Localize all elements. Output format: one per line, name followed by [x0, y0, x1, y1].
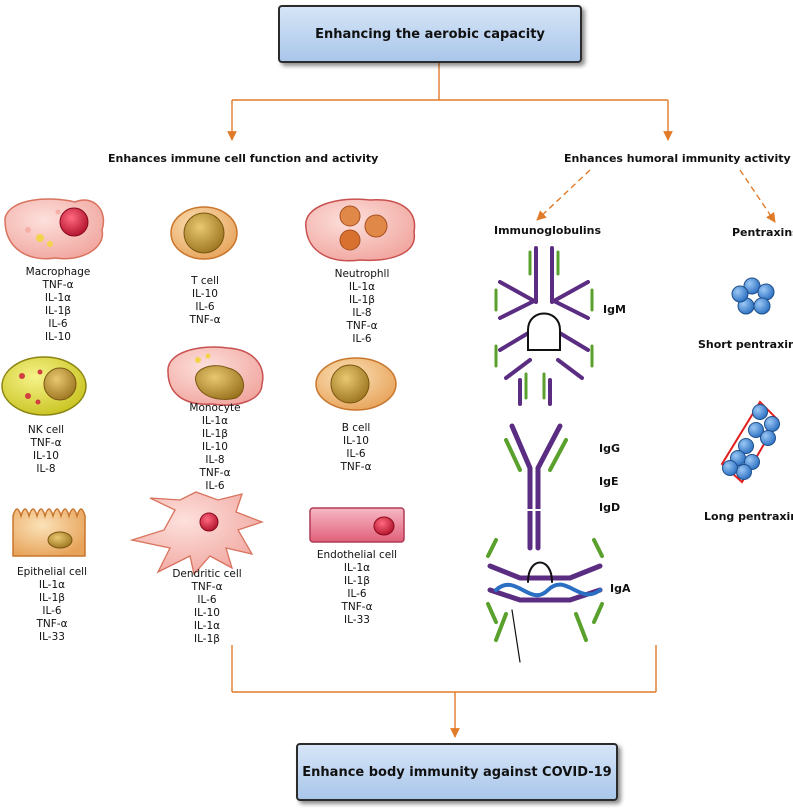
cytokine-item: IL-6 [195, 301, 215, 313]
iga-antibody-icon [486, 538, 604, 663]
neutrophil-icon [305, 198, 416, 262]
cytokine-item: TNF-α [191, 581, 223, 593]
cell-name: Neutrophll [334, 268, 390, 280]
igg-antibody-icon [504, 423, 568, 551]
cytokine-item: IL-10 [45, 331, 71, 343]
cytokine-item: IL-1α [348, 281, 376, 293]
cytokine-item: IL-6 [346, 448, 366, 460]
cytokine-item: IL-6 [197, 594, 217, 606]
cell-name: B cell [341, 422, 371, 434]
epithelial-cell-icon [12, 508, 86, 557]
cytokine-item: IL-1α [343, 562, 371, 574]
connectors [227, 58, 776, 738]
cell-name: Dendritic cell [172, 568, 242, 580]
cytokine-item: IL-6 [205, 480, 225, 492]
igm-label: IgM [603, 303, 626, 316]
cytokine-item: IL-6 [42, 605, 62, 617]
cytokine-item: IL-1β [39, 592, 65, 604]
iga-label: IgA [610, 582, 631, 595]
igd-label: IgD [599, 501, 621, 514]
cytokine-item: IL-6 [347, 588, 367, 600]
cytokine-item: TNF-α [36, 618, 68, 630]
igg-label: IgG [599, 442, 620, 455]
cytokine-item: IL-8 [36, 463, 56, 475]
cytokine-item: TNF-α [346, 320, 378, 332]
branch-right-label: Enhances humoral immunity activity [564, 152, 791, 165]
ige-label: IgE [599, 475, 619, 488]
cell-name: Epithelial cell [16, 566, 88, 578]
cytokine-item: IL-1α [38, 579, 66, 591]
long-pentraxin-icon [720, 400, 780, 484]
long-pentraxins-label: Long pentraxins [704, 510, 793, 523]
immunoglobulins-title: Immunoglobulins [494, 224, 602, 237]
cytokine-item: IL-10 [192, 288, 218, 300]
macrophage-icon [4, 198, 105, 260]
monocyte-icon [167, 346, 264, 406]
cell-name: Endothelial cell [316, 549, 398, 561]
cytokine-item: IL-1β [202, 428, 228, 440]
cell-name: NK cell [27, 424, 65, 436]
cytokine-item: IL-6 [352, 333, 372, 345]
cytokine-item: IL-1β [45, 305, 71, 317]
cytokine-item: IL-8 [352, 307, 372, 319]
cytokine-item: IL-10 [194, 607, 220, 619]
cytokine-item: IL-10 [33, 450, 59, 462]
bottom-box: Enhance body immunity against COVID-19 [296, 743, 618, 801]
cytokine-item: IL-8 [205, 454, 225, 466]
cytokine-item: TNF-α [42, 279, 74, 291]
cell-name: Monocyte [189, 402, 241, 414]
cytokine-item: IL-1β [349, 294, 375, 306]
top-box: Enhancing the aerobic capacity [278, 5, 582, 63]
cytokine-item: TNF-α [341, 601, 373, 613]
cytokine-item: IL-33 [344, 614, 370, 626]
cytokine-item: IL-1β [344, 575, 370, 587]
branch-left-label: Enhances immune cell function and activi… [108, 152, 379, 165]
cytokine-item: IL-1α [193, 620, 221, 632]
cytokine-item: TNF-α [189, 314, 221, 326]
cytokine-item: TNF-α [199, 467, 231, 479]
endothelial-cell-icon [309, 507, 405, 543]
cytokine-item: IL-1β [194, 633, 220, 645]
short-pentraxins-label: Short pentraxins [698, 338, 793, 351]
nk-cell-icon [1, 356, 87, 416]
cytokine-item: IL-6 [48, 318, 68, 330]
b-cell-icon [315, 357, 397, 411]
short-pentraxin-icon [731, 277, 775, 315]
cytokine-item: IL-33 [39, 631, 65, 643]
dendritic-cell-icon [129, 491, 264, 576]
cell-name: Macrophage [25, 266, 91, 278]
cytokine-item: IL-10 [343, 435, 369, 447]
cytokine-item: IL-1α [201, 415, 229, 427]
cytokine-item: IL-1α [44, 292, 72, 304]
cell-name: T cell [191, 275, 219, 287]
igm-antibody-icon [494, 246, 594, 406]
cytokine-item: TNF-α [30, 437, 62, 449]
cytokine-item: IL-10 [202, 441, 228, 453]
pentraxins-title: Pentraxins [732, 226, 793, 239]
t-cell-icon [170, 206, 238, 260]
cytokine-item: TNF-α [340, 461, 372, 473]
